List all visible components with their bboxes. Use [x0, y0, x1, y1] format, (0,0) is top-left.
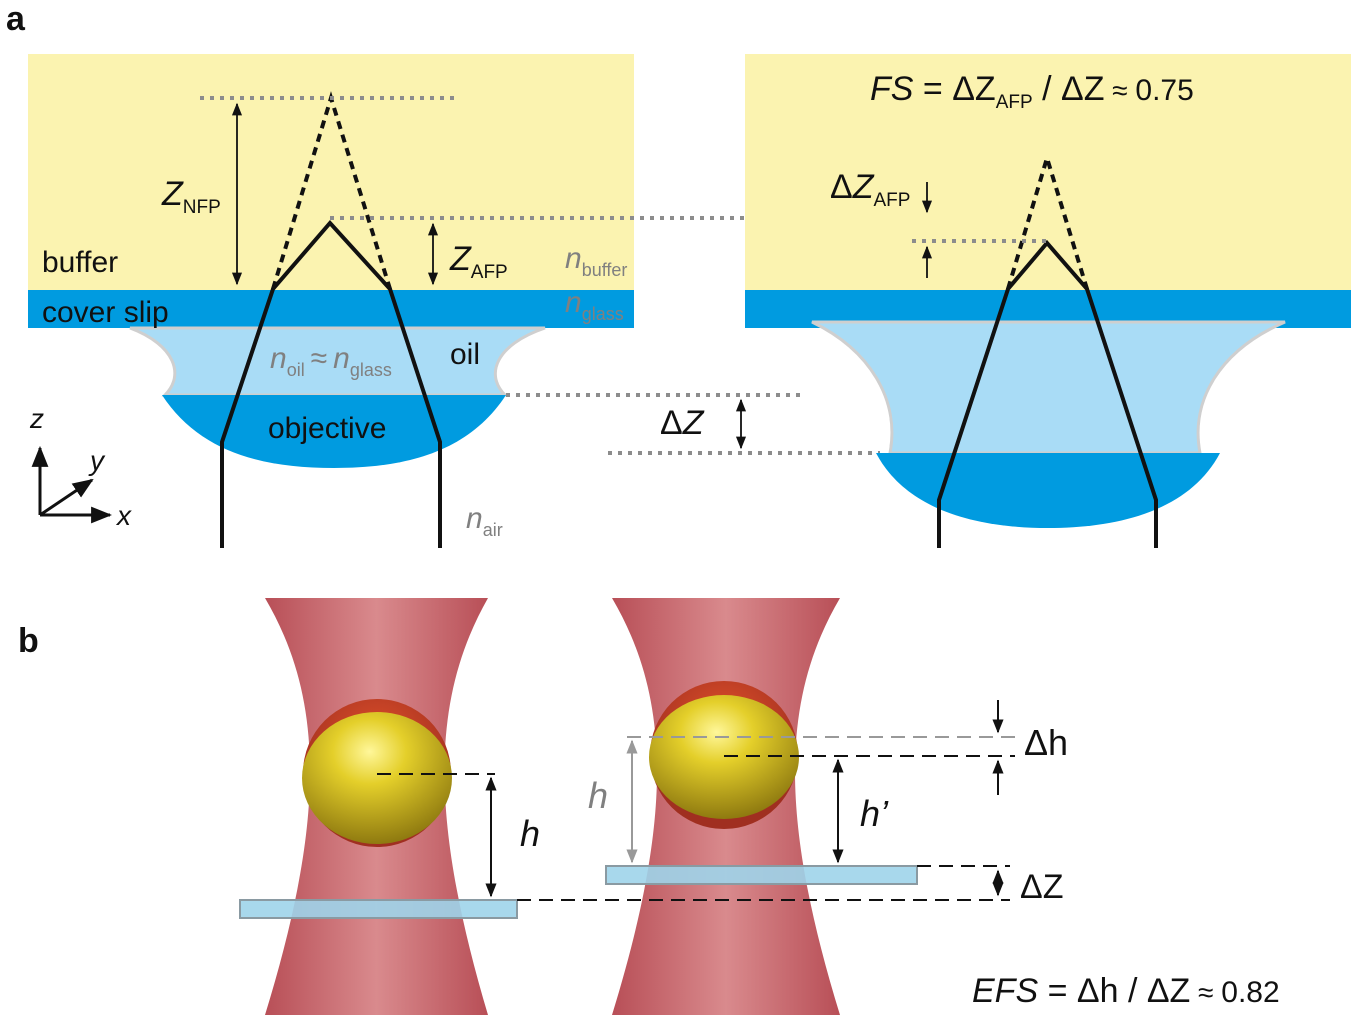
objective-left	[162, 395, 506, 468]
fs-equation: FS = ΔZAFP / ΔZ ≈ 0.75	[870, 70, 1194, 113]
delta-z-afp-label: ΔZAFP	[830, 168, 910, 211]
n-air-label: nair	[466, 502, 503, 540]
axis-x-label: x	[115, 500, 132, 531]
virtual-beam-right	[1006, 151, 1089, 290]
cover-slip-label: cover slip	[42, 296, 169, 329]
h-label-left: h	[520, 813, 540, 854]
cover-slip-left	[28, 290, 634, 328]
axis-y-label: y	[88, 445, 106, 476]
axes-icon	[31, 445, 113, 524]
left-scene: ZNFP ZAFP ΔZ buffer cover slip oil objec…	[28, 54, 975, 548]
buffer-layer-right	[745, 54, 1351, 290]
beam-left	[220, 219, 442, 548]
h-prime-label: h’	[860, 793, 889, 834]
buffer-label: buffer	[42, 246, 118, 279]
beam-right	[937, 239, 1158, 548]
slide-right	[605, 865, 918, 885]
delta-z-label: ΔZ	[660, 404, 705, 442]
n-glass-label: nglass	[565, 286, 624, 324]
delta-h-label: Δh	[1024, 722, 1068, 763]
slide-left	[239, 899, 518, 919]
efs-equation: EFS = Δh / ΔZ ≈ 0.82	[972, 972, 1280, 1010]
n-oil-glass-label: noil≈nglass	[270, 342, 392, 380]
n-buffer-label: nbuffer	[565, 242, 627, 280]
buffer-layer-left	[28, 54, 634, 290]
z-nfp-label: ZNFP	[161, 175, 221, 218]
h-label-grey: h	[588, 775, 608, 816]
panel-a-label: a	[6, 0, 26, 38]
panel-b-label: b	[18, 622, 39, 660]
z-afp-label: ZAFP	[449, 240, 508, 283]
oil-column-right	[811, 320, 1286, 455]
delta-z-label-b: ΔZ	[1020, 868, 1063, 906]
oil-label: oil	[450, 338, 480, 371]
right-scene: ΔZAFP FS = ΔZAFP / ΔZ ≈ 0.75	[745, 54, 1351, 548]
axis-z-label: z	[29, 403, 44, 434]
objective-right	[876, 453, 1220, 528]
objective-label: objective	[268, 412, 386, 445]
